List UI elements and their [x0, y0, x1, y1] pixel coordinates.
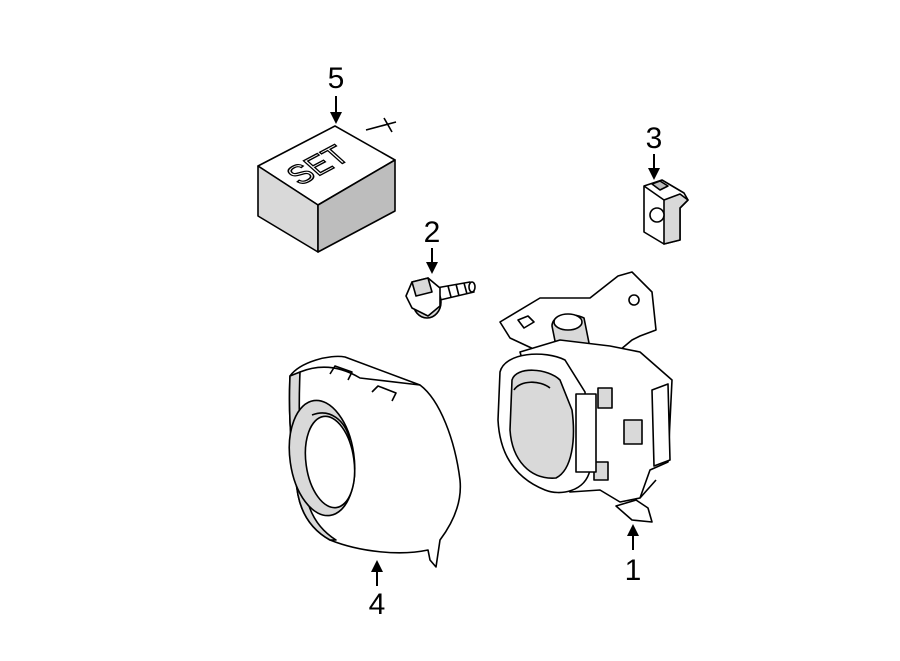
callout-3-label: 3 — [646, 122, 663, 155]
callout-4-label: 4 — [369, 588, 386, 621]
callout-2: 2 — [424, 216, 441, 274]
part-4-bezel — [288, 355, 462, 568]
part-1-fog-lamp — [497, 271, 673, 523]
callout-1: 1 — [625, 524, 642, 587]
callout-3: 3 — [646, 122, 663, 180]
callout-5-arrowhead — [330, 112, 342, 124]
callout-5: 5 — [328, 62, 345, 124]
part-2-bolt — [405, 277, 476, 319]
callout-1-label: 1 — [625, 554, 642, 587]
callout-3-arrowhead — [648, 168, 660, 180]
part-3-clip — [643, 179, 689, 245]
part-5-kit-box: SET — [257, 117, 397, 253]
callout-5-label: 5 — [328, 62, 345, 95]
callout-2-arrowhead — [426, 262, 438, 274]
callout-4: 4 — [369, 560, 386, 621]
callout-2-label: 2 — [424, 216, 441, 249]
callout-1-arrowhead — [627, 524, 639, 536]
callout-4-arrowhead — [371, 560, 383, 572]
